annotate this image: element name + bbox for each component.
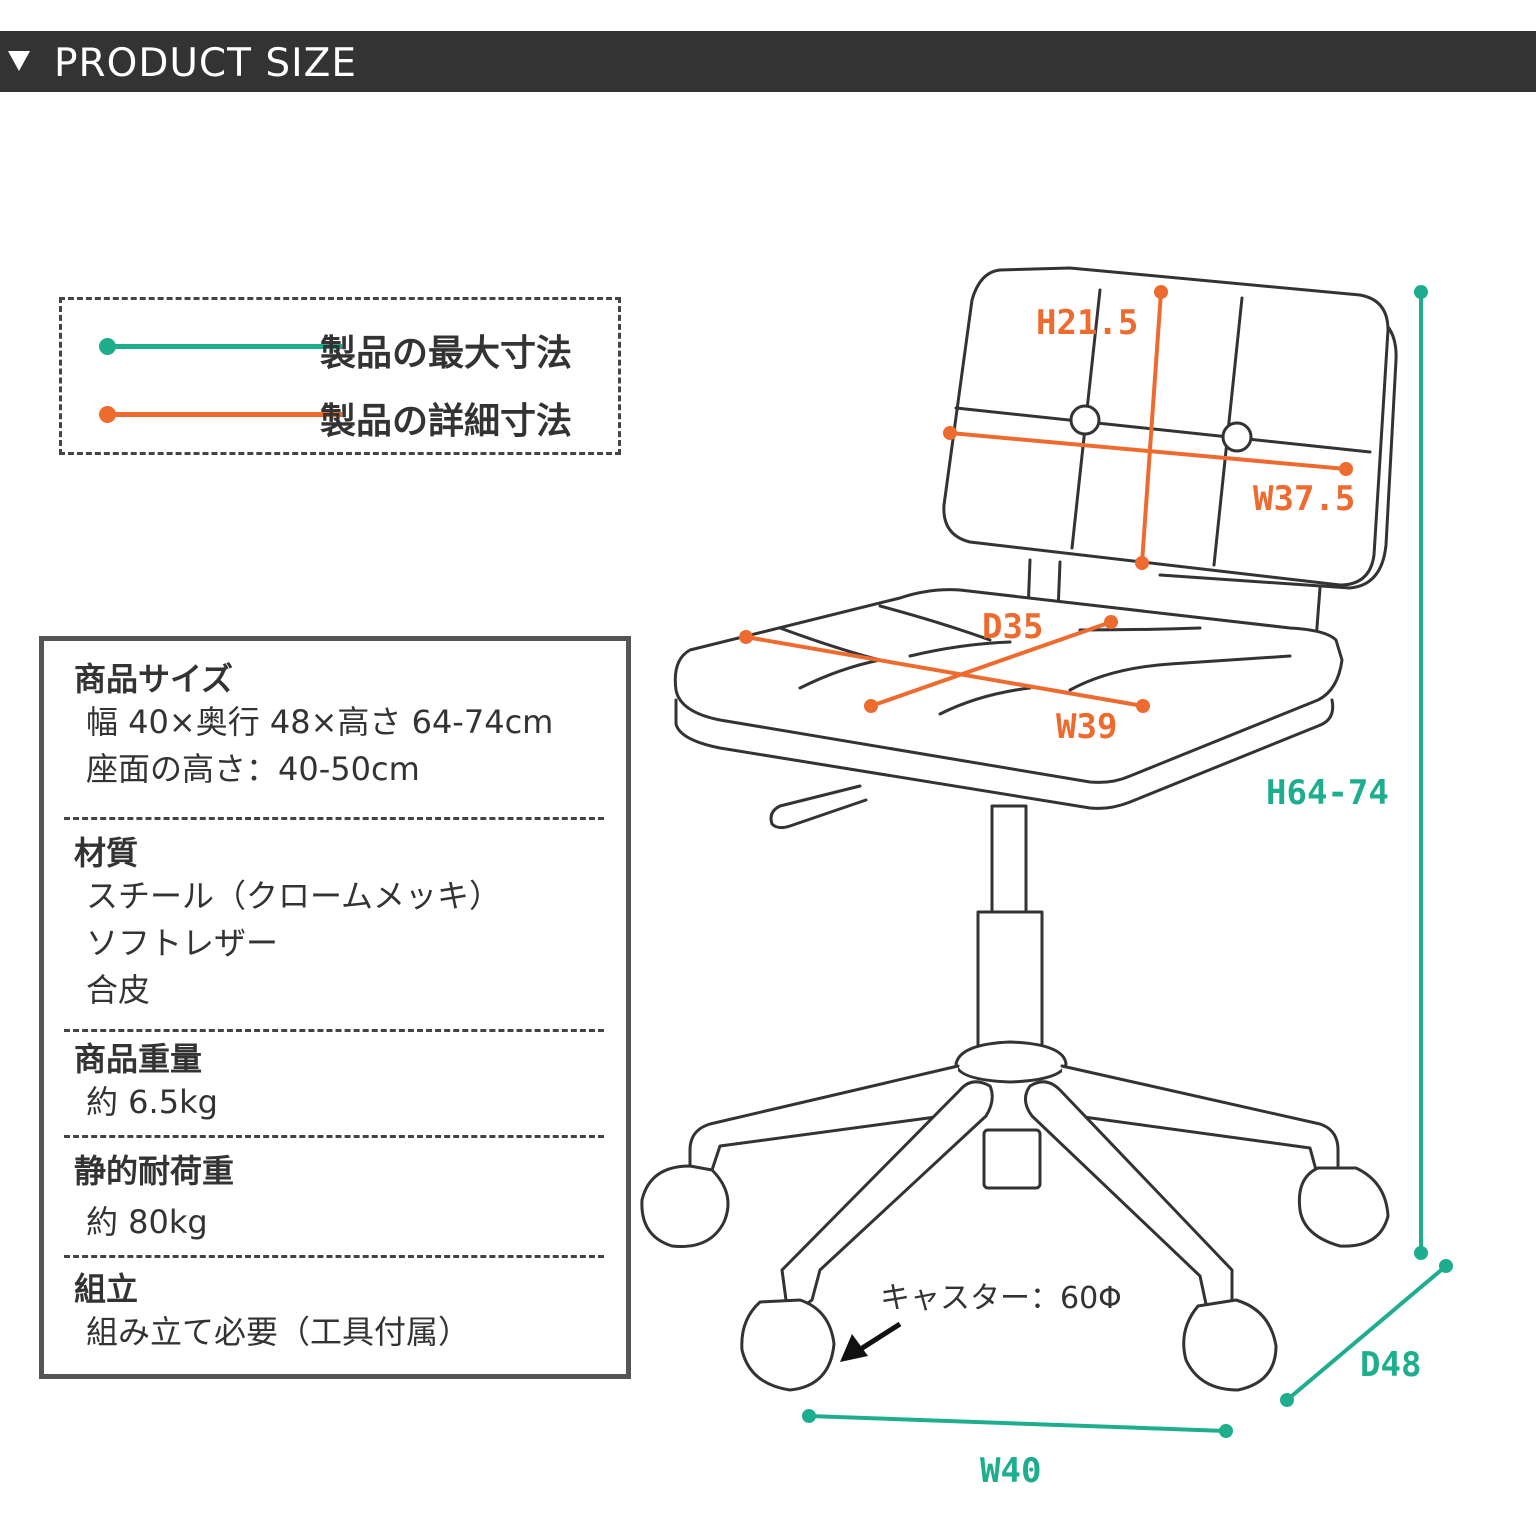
seat-cushion <box>673 588 1344 784</box>
legend-line-max <box>99 338 342 355</box>
spec-divider <box>64 1255 604 1258</box>
backrest <box>942 266 1390 587</box>
dimension-dot-icon <box>802 1409 816 1423</box>
column-base <box>982 1128 1042 1190</box>
total-depth-label: D48 <box>1360 1345 1421 1385</box>
seat-width-line <box>745 635 1144 708</box>
seat-seam-2 <box>878 604 992 642</box>
spec-divider <box>64 817 604 820</box>
dimension-dot-icon <box>1136 699 1150 713</box>
spec-heading: 商品重量 <box>74 1040 203 1078</box>
max-dimensions <box>802 285 1453 1438</box>
height-lever <box>769 784 868 830</box>
spec-divider <box>64 1135 604 1138</box>
spec-divider <box>64 1029 604 1032</box>
spec-value: 合皮 <box>86 971 151 1009</box>
spec-value: 座面の高さ：40-50cm <box>86 750 420 788</box>
dimension-dot-icon <box>1414 285 1428 299</box>
spec-heading: 商品サイズ <box>74 660 234 698</box>
legend-item-detail: 製品の詳細寸法 <box>62 388 618 442</box>
seat-seam-5 <box>1068 654 1292 692</box>
dimension-dot-icon <box>1439 1259 1453 1273</box>
wheel-right-front <box>1182 1298 1278 1392</box>
total-width-label: W40 <box>980 1451 1041 1491</box>
dimension-dot-icon <box>1339 462 1353 476</box>
spec-heading: 材質 <box>74 834 139 872</box>
spec-heading: 静的耐荷重 <box>74 1152 235 1190</box>
spec-section-assembly: 組立 組み立て必要（工具付属） <box>74 1269 470 1356</box>
spec-section-weight: 商品重量 約 6.5kg <box>74 1039 218 1126</box>
seat-width-label: W39 <box>1056 707 1117 747</box>
seat-depth-line <box>870 620 1112 708</box>
caster-label: キャスター：60Φ <box>880 1281 1122 1316</box>
dimension-dot-icon <box>1154 285 1168 299</box>
legend-line-detail <box>99 406 342 423</box>
section-header: PRODUCT SIZE <box>0 31 1536 92</box>
spec-section-load: 静的耐荷重 約 80kg <box>74 1151 234 1246</box>
spec-section-material: 材質 スチール（クロームメッキ） ソフトレザー 合皮 <box>74 833 501 1014</box>
detail-dimensions <box>739 285 1353 713</box>
total-height-label: H64-74 <box>1266 773 1389 813</box>
dimension-dot-icon <box>1280 1393 1294 1407</box>
legend-dot-icon <box>99 406 116 423</box>
dimension-dot-icon <box>739 630 753 644</box>
triangle-down-icon <box>8 51 30 71</box>
gas-column-upper <box>990 804 1028 922</box>
wheel-left-back <box>640 1164 730 1248</box>
chair-line-art <box>640 266 1398 1392</box>
dimension-dot-icon <box>1219 1424 1233 1438</box>
spec-value: ソフトレザー <box>86 924 279 962</box>
wheel-right-back <box>1297 1166 1390 1248</box>
back-width-label: W37.5 <box>1253 479 1355 519</box>
button-icon <box>1221 421 1253 453</box>
dimension-dot-icon <box>864 699 878 713</box>
spec-value: 約 6.5kg <box>86 1083 218 1121</box>
spec-value: 組み立て必要（工具付属） <box>86 1313 471 1351</box>
dimension-dot-icon <box>1414 1246 1428 1260</box>
backrest-seam-h <box>954 406 1372 454</box>
spec-value: 約 80kg <box>86 1203 208 1241</box>
spec-value: スチール（クロームメッキ） <box>86 877 502 915</box>
dimension-dot-icon <box>1135 556 1149 570</box>
legend-dot-icon <box>99 338 116 355</box>
spec-heading: 組立 <box>74 1270 139 1308</box>
gas-column <box>976 910 1044 1054</box>
seat-seam-4 <box>938 686 1032 716</box>
legend-item-max: 製品の最大寸法 <box>62 320 618 374</box>
button-icon <box>1069 404 1101 436</box>
dimension-legend: 製品の最大寸法 製品の詳細寸法 <box>59 297 621 455</box>
spec-section-size: 商品サイズ 幅 40×奥行 48×高さ 64-74cm 座面の高さ：40-50c… <box>74 659 553 793</box>
caster-arrow-icon <box>840 1321 902 1362</box>
section-title: PRODUCT SIZE <box>54 41 357 86</box>
column-hub <box>954 1040 1068 1084</box>
back-width-line <box>949 431 1347 471</box>
legend-label-detail: 製品の詳細寸法 <box>320 401 573 442</box>
spec-table: 商品サイズ 幅 40×奥行 48×高さ 64-74cm 座面の高さ：40-50c… <box>39 636 631 1379</box>
wheel-left-front <box>740 1298 836 1392</box>
back-height-label: H21.5 <box>1036 303 1138 343</box>
seat-seam-3 <box>798 658 882 690</box>
spec-value: 幅 40×奥行 48×高さ 64-74cm <box>86 703 554 741</box>
dimension-dot-icon <box>1104 615 1118 629</box>
back-height-line <box>1140 291 1163 564</box>
total-depth-line <box>1285 1264 1448 1402</box>
seat-depth-label: D35 <box>982 607 1043 647</box>
seat-seam-6 <box>908 640 1012 658</box>
total-width-line <box>808 1414 1227 1433</box>
legend-label-max: 製品の最大寸法 <box>320 333 573 374</box>
dimension-dot-icon <box>943 426 957 440</box>
